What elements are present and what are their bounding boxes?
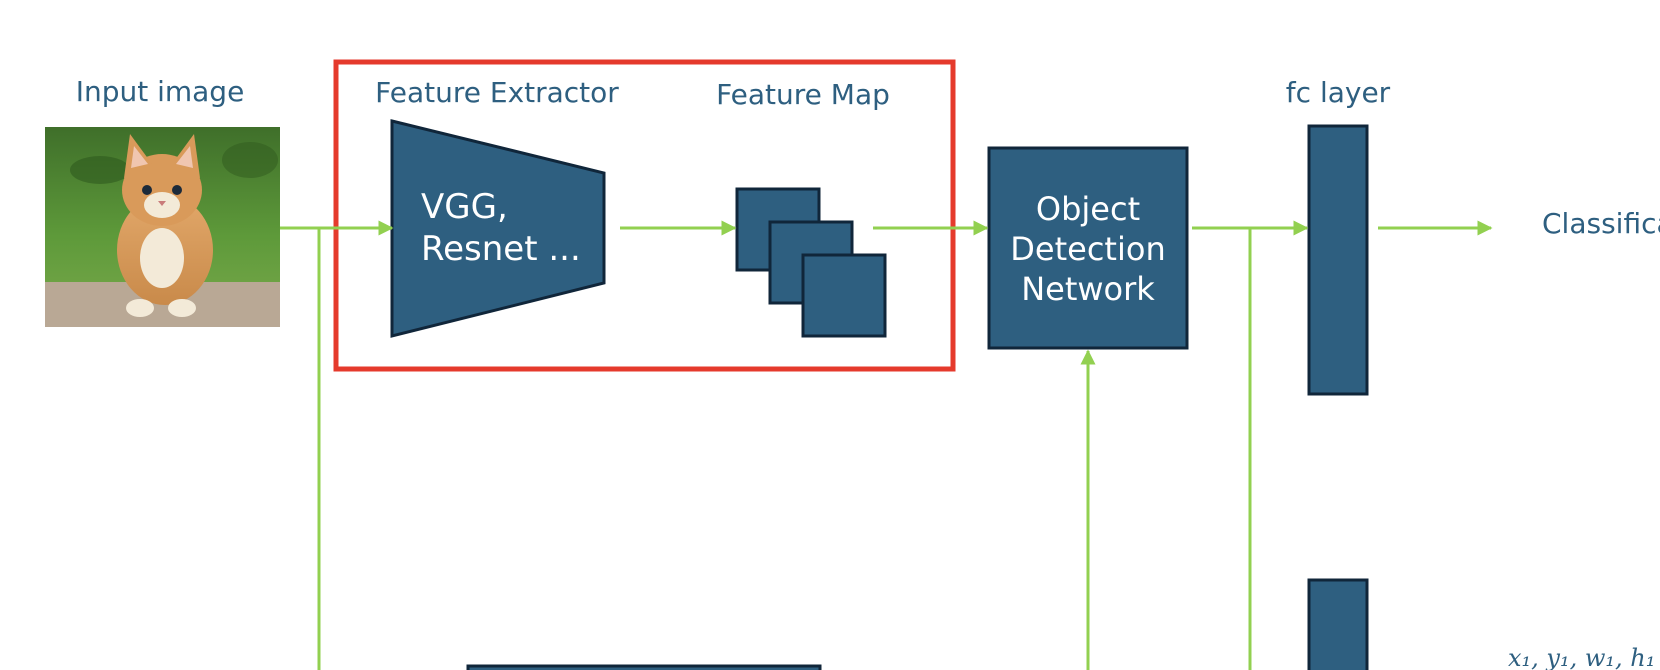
classification-label: Classification	[1542, 207, 1660, 240]
extractor-text-line1: VGG,	[421, 187, 508, 227]
feature-map-stack	[735, 187, 887, 338]
fc-layer-bar-bottom	[1307, 578, 1369, 670]
bottom-stage-box	[466, 664, 822, 670]
odn-text-line1: Object	[1036, 190, 1140, 228]
kitten-photo-icon	[45, 127, 280, 327]
extractor-text-line2: Resnet ...	[421, 229, 581, 269]
connector-lines	[280, 220, 1493, 670]
fc-layer-label: fc layer	[1286, 76, 1391, 109]
object-detection-network-box	[987, 146, 1189, 350]
input-image-label: Input image	[76, 75, 245, 108]
bbox-coordinates-label: x₁, y₁, w₁, h₁	[1508, 644, 1655, 670]
feature-extraction-highlight-box	[333, 59, 956, 372]
odn-text-line2: Detection	[1010, 230, 1165, 268]
feature-extractor-trapezoid	[390, 119, 606, 338]
odn-text-line3: Network	[1021, 270, 1155, 308]
fc-layer-bar-top	[1307, 124, 1369, 396]
feature-extractor-label: Feature Extractor	[375, 76, 619, 109]
feature-map-label: Feature Map	[716, 78, 890, 111]
